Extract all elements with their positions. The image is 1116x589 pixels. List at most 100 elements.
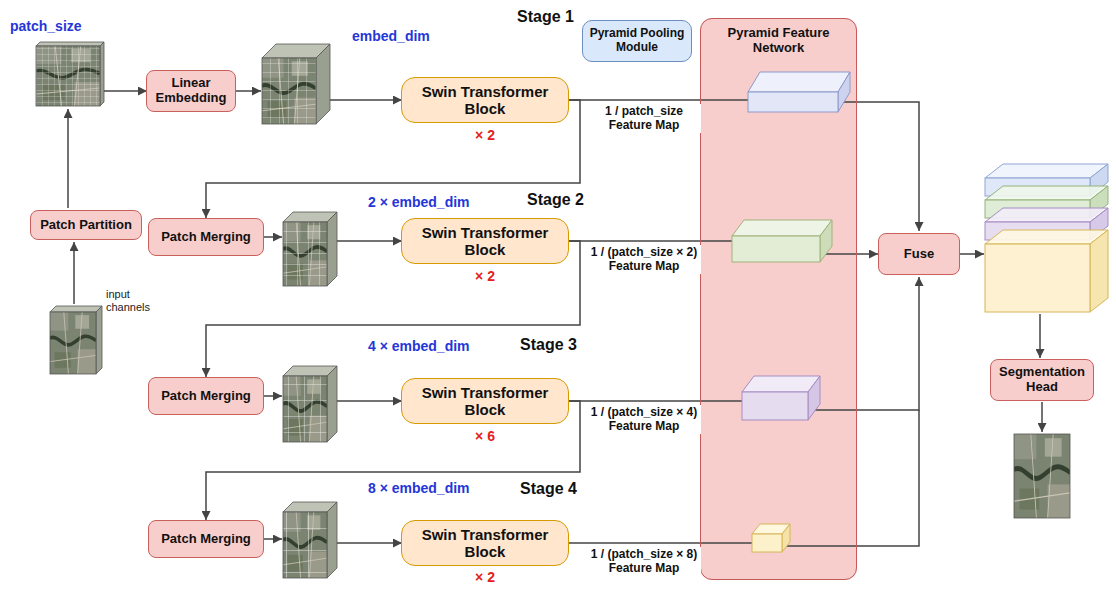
dimension-label: patch_size (10, 18, 82, 34)
transformer-block: Swin Transformer Block (401, 520, 569, 566)
stage3-cube (283, 366, 337, 442)
flow-arrows-part (1041, 402, 1043, 432)
stage2-cube-part (283, 222, 327, 286)
input-image-part (50, 312, 96, 374)
stage4-cube-part (283, 512, 327, 578)
node-text: Swin Transformer Block (410, 526, 560, 561)
process-box: Patch Merging (148, 218, 264, 256)
output-image (1014, 434, 1070, 518)
output-stack-part (985, 164, 1108, 178)
stage-label: Stage 2 (527, 191, 584, 209)
dimension-label: 8 × embed_dim (368, 480, 470, 496)
pfn-ground (700, 18, 857, 580)
stage-label: Stage 1 (517, 8, 574, 26)
output-stack-part (985, 208, 1108, 222)
flow-arrows-part (960, 253, 984, 255)
stage-label: Stage 4 (520, 480, 577, 498)
node-text: Pyramid Pooling Module (586, 27, 688, 55)
node-text: Patch Partition (40, 218, 132, 233)
feature-map-label: 1 / (patch_size × 8) Feature Map (587, 547, 701, 576)
feature-maps-part (838, 72, 850, 112)
flow-arrows (68, 91, 1042, 546)
node-text: Segmentation Head (997, 365, 1087, 395)
feature-maps-part (748, 92, 838, 112)
output-stack-part (1090, 230, 1108, 312)
input-image-part (50, 312, 96, 374)
node-text: Linear Embedding (153, 76, 229, 106)
stage2-cube (283, 212, 337, 286)
feature-maps-part (748, 72, 850, 92)
stage3-cube-part (283, 376, 327, 442)
flow-arrows-part (264, 395, 282, 397)
transformer-block: Swin Transformer Block (401, 218, 569, 264)
connector (569, 542, 700, 544)
feature-maps-part (782, 524, 790, 552)
stage2-cube-part (283, 222, 327, 286)
flow-arrows-part (73, 242, 75, 304)
node-text: Swin Transformer Block (410, 384, 560, 419)
flow-arrows-part (700, 99, 748, 101)
patch-image-part (36, 42, 104, 46)
patch-image-part (36, 46, 100, 106)
stage1-cube (262, 44, 330, 124)
feature-maps-part (752, 534, 782, 552)
node-text: Pyramid Feature Network (707, 26, 850, 56)
stage1-cube-part (262, 58, 316, 124)
repeat-count: × 6 (465, 428, 505, 444)
feature-maps-part (820, 220, 832, 262)
node-text: Patch Merging (161, 389, 251, 404)
feature-maps-part (742, 392, 808, 420)
feature-map-label: 1 / patch_size Feature Map (587, 104, 701, 133)
flow-arrows-part (700, 240, 732, 242)
feature-maps-part (742, 376, 820, 392)
process-box: Segmentation Head (990, 359, 1094, 401)
output-image-part (1014, 434, 1070, 518)
dimension-label: 4 × embed_dim (368, 338, 470, 354)
flow-arrows-part (700, 400, 742, 402)
flow-arrows-part (67, 109, 69, 208)
pfn-ground-part (700, 18, 857, 580)
repeat-count: × 2 (465, 569, 505, 585)
connector (569, 240, 700, 242)
flow-arrows-part (1039, 314, 1041, 358)
input-image (50, 306, 102, 374)
dimension-label: 2 × embed_dim (368, 194, 470, 210)
node-text: Swin Transformer Block (410, 224, 560, 259)
node-text: Swin Transformer Block (410, 83, 560, 118)
process-box: Patch Merging (148, 520, 264, 558)
node-text: Fuse (904, 247, 934, 262)
stage3-cube-part (327, 366, 337, 442)
patch-image (36, 42, 104, 106)
output-image-part (1014, 434, 1070, 518)
flow-arrows-part (337, 542, 402, 544)
transformer-block: Swin Transformer Block (401, 77, 569, 123)
stage3-cube-part (283, 376, 327, 442)
flow-arrows-part (104, 90, 147, 92)
flow-arrows-part (234, 90, 261, 92)
stage4-cube-part (283, 512, 327, 578)
stage1-cube-part (316, 44, 330, 124)
connector (569, 99, 700, 101)
repeat-count: × 2 (465, 268, 505, 284)
flow-arrows-part (838, 102, 919, 231)
feature-maps-part (808, 376, 820, 420)
stage1-cube-part (262, 58, 316, 124)
node-text: Patch Merging (161, 230, 251, 245)
flow-arrows-part (264, 236, 282, 238)
feature-map-label: 1 / (patch_size × 2) Feature Map (587, 245, 701, 274)
flow-arrows-part (782, 410, 919, 546)
flow-arrows-part (700, 542, 752, 544)
transformer-block: Swin Transformer Block (401, 378, 569, 424)
connector (569, 400, 700, 402)
repeat-count: × 2 (465, 127, 505, 143)
process-box: Patch Merging (148, 377, 264, 415)
patch-image-part (100, 42, 104, 106)
flow-arrows-part (337, 400, 402, 402)
input-image-part (50, 306, 102, 312)
stage-label: Stage 3 (520, 336, 577, 354)
output-stack-part (985, 186, 1108, 200)
output-stack (985, 164, 1108, 312)
flow-arrows-part (330, 99, 402, 101)
feature-network-panel: Pyramid Feature Network (700, 18, 857, 580)
